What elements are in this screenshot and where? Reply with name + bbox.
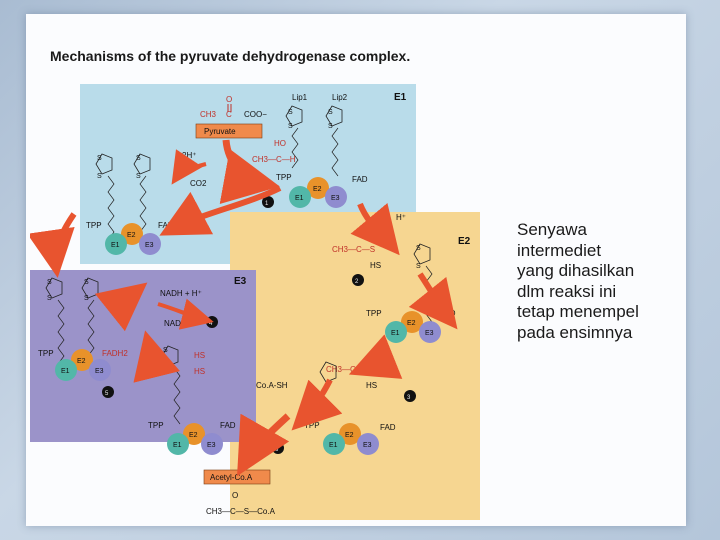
pyruvate-coo: COO− bbox=[244, 110, 267, 119]
svg-text:S: S bbox=[288, 109, 293, 116]
pdh-mechanism-diagram: E1 E2 E3 O CH3 C COO− Pyruvate Lip1 Lip2… bbox=[27, 84, 480, 520]
nad-label: NAD⁺ bbox=[164, 319, 185, 328]
svg-text:S: S bbox=[84, 279, 89, 286]
acyl-label-2: CH3—C—S bbox=[326, 365, 369, 374]
svg-text:S: S bbox=[84, 295, 89, 302]
side-note: Senyawa intermediet yang dihasilkan dlm … bbox=[517, 220, 697, 343]
svg-text:E2: E2 bbox=[313, 186, 322, 193]
svg-text:E2: E2 bbox=[127, 232, 136, 239]
pyruvate-o: O bbox=[226, 95, 232, 104]
svg-text:E3: E3 bbox=[363, 442, 372, 449]
e2-panel-tag: E2 bbox=[458, 236, 471, 247]
svg-text:E2: E2 bbox=[77, 358, 86, 365]
fad-e3-bottom: FAD bbox=[220, 421, 236, 430]
svg-text:E1: E1 bbox=[329, 442, 338, 449]
svg-text:E3: E3 bbox=[425, 330, 434, 337]
lip2-label: Lip2 bbox=[332, 93, 348, 102]
tpp-e2-mid: TPP bbox=[366, 309, 382, 318]
tpp-e3: TPP bbox=[38, 349, 54, 358]
hydroxyethyl-label: CH3—C—H bbox=[252, 155, 296, 164]
svg-text:E1: E1 bbox=[173, 442, 182, 449]
svg-text:E3: E3 bbox=[207, 442, 216, 449]
tpp-e3-bottom: TPP bbox=[148, 421, 164, 430]
step-marker-2 bbox=[352, 274, 364, 286]
hs-label-1: HS bbox=[370, 261, 381, 270]
svg-text:E2: E2 bbox=[189, 432, 198, 439]
tpp-e1-top: TPP bbox=[276, 173, 292, 182]
lip1-label: Lip1 bbox=[292, 93, 308, 102]
note-line-2: intermediet bbox=[517, 240, 602, 260]
note-line-4: dlm reaksi ini bbox=[517, 281, 617, 301]
e1-panel-tag: E1 bbox=[394, 92, 407, 103]
svg-text:5: 5 bbox=[105, 391, 109, 397]
svg-text:S: S bbox=[47, 295, 52, 302]
svg-text:S: S bbox=[328, 109, 333, 116]
svg-text:S: S bbox=[163, 347, 168, 354]
pyruvate-box bbox=[195, 123, 263, 139]
svg-text:E1: E1 bbox=[61, 368, 70, 375]
svg-text:S: S bbox=[97, 173, 102, 180]
svg-text:S: S bbox=[416, 263, 421, 270]
ho-label: HO bbox=[274, 139, 286, 148]
pyruvate-ch3: CH3 bbox=[200, 110, 217, 119]
hs-e3-2: HS bbox=[194, 367, 205, 376]
svg-text:3: 3 bbox=[407, 395, 411, 401]
svg-text:2: 2 bbox=[355, 279, 359, 285]
e2-subunit-top bbox=[307, 177, 329, 199]
fad-e1-top: FAD bbox=[352, 175, 368, 184]
e3-panel-tag: E3 bbox=[234, 276, 247, 287]
note-line-5: tetap menempel bbox=[517, 302, 639, 321]
svg-text:S: S bbox=[328, 123, 333, 130]
fadh2-label: FADH2 bbox=[102, 349, 128, 358]
hs-label-2: HS bbox=[366, 381, 377, 390]
svg-text:E2: E2 bbox=[345, 432, 354, 439]
svg-text:S: S bbox=[136, 155, 141, 162]
note-line-1: Senyawa bbox=[517, 220, 587, 239]
slide-title: Mechanisms of the pyruvate dehydrogenase… bbox=[50, 48, 411, 64]
hs-e3-1: HS bbox=[194, 351, 205, 360]
svg-text:S: S bbox=[47, 279, 52, 286]
note-line-6: pada ensimnya bbox=[517, 322, 633, 342]
pyruvate-label: Pyruvate bbox=[204, 127, 236, 136]
svg-text:E3: E3 bbox=[331, 195, 340, 202]
svg-text:E1: E1 bbox=[111, 242, 120, 249]
acetyl-coa-formula: CH3—C—S—Co.A bbox=[206, 507, 276, 516]
e3-subunit-top bbox=[325, 186, 347, 208]
nadh-label: NADH + H⁺ bbox=[160, 289, 202, 298]
svg-text:S: S bbox=[288, 123, 293, 130]
h-plus-label: H⁺ bbox=[396, 213, 406, 222]
two-h-plus-label: 2H⁺ bbox=[182, 151, 196, 160]
acetyl-coa-label: Acetyl-Co.A bbox=[210, 473, 253, 482]
co2-label: CO2 bbox=[190, 179, 207, 188]
step-marker-3 bbox=[404, 390, 416, 402]
fad-e2-bottom: FAD bbox=[380, 423, 396, 432]
coa-sh-label: Co.A-SH bbox=[256, 381, 288, 390]
pyruvate-c: C bbox=[226, 110, 232, 119]
svg-text:S: S bbox=[416, 245, 421, 252]
svg-text:S: S bbox=[136, 173, 141, 180]
svg-text:E1: E1 bbox=[391, 330, 400, 337]
step-marker-5 bbox=[102, 386, 114, 398]
acyl-label-1: CH3—C—S bbox=[332, 245, 375, 254]
e1-subunit-top bbox=[289, 186, 311, 208]
tpp-left: TPP bbox=[86, 221, 102, 230]
svg-text:E3: E3 bbox=[145, 242, 154, 249]
svg-text:E3: E3 bbox=[95, 368, 104, 375]
svg-text:S: S bbox=[97, 155, 102, 162]
tpp-e2-bottom: TPP bbox=[304, 421, 320, 430]
note-line-3: yang dihasilkan bbox=[517, 261, 635, 280]
acetyl-coa-o: O bbox=[232, 491, 238, 500]
svg-text:E2: E2 bbox=[407, 320, 416, 327]
svg-text:E1: E1 bbox=[295, 195, 304, 202]
